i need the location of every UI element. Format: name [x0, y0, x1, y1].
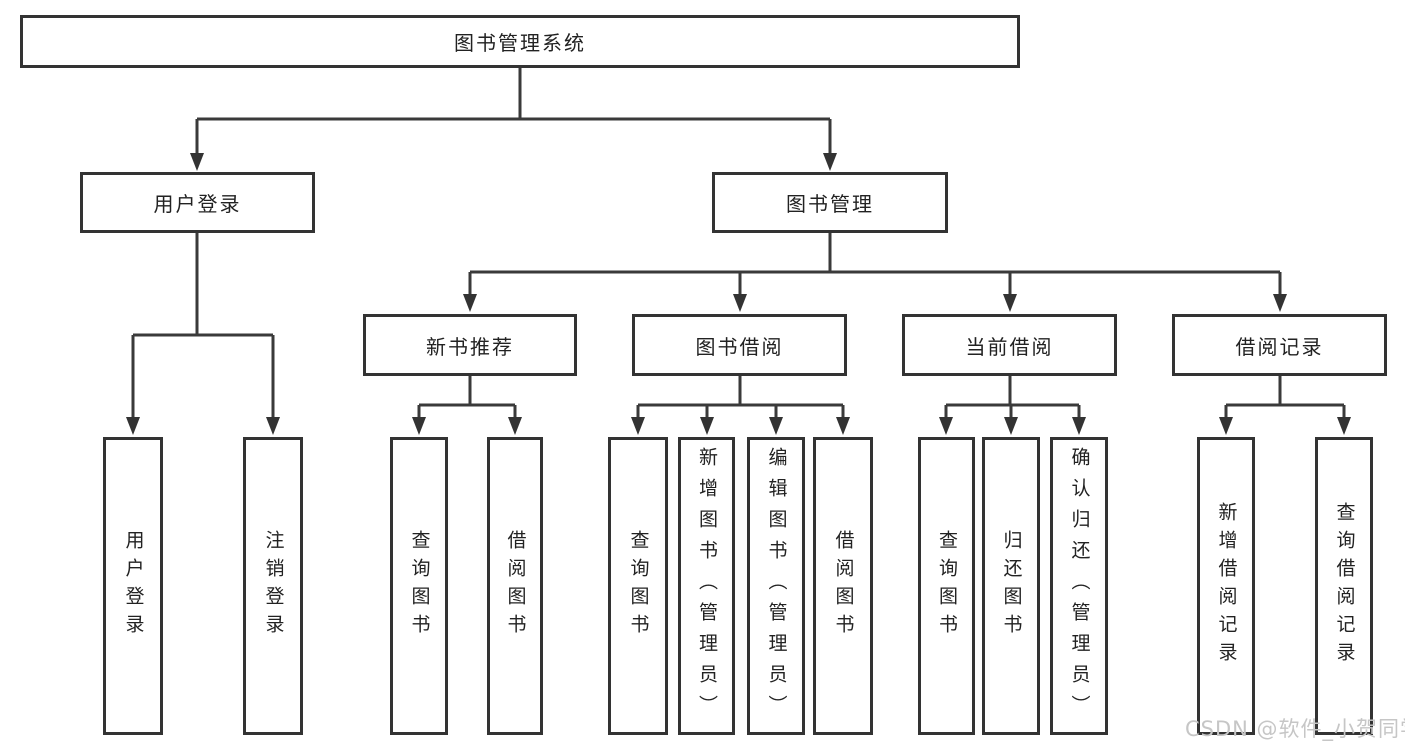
node-current-borrowing: 当前借阅	[902, 314, 1117, 376]
arrowhead	[1003, 294, 1017, 312]
arrowhead	[266, 417, 280, 435]
node-label: 查询图书	[408, 530, 431, 642]
node-label: 确认归还（管理员）	[1068, 446, 1091, 726]
leaf-query-books-current: 查询图书	[918, 437, 975, 735]
connector-book-borrow-children	[631, 376, 850, 435]
node-book-management-branch: 图书管理	[712, 172, 948, 233]
node-user-login-branch: 用户登录	[80, 172, 315, 233]
arrowhead	[508, 417, 522, 435]
arrowhead	[463, 294, 477, 312]
leaf-logout: 注销登录	[243, 437, 303, 735]
connector-book-mgmt-to-sections	[463, 233, 1287, 312]
node-label: 当前借阅	[965, 334, 1054, 359]
connector-borrow-records-children	[1219, 376, 1351, 435]
node-label: 新增借阅记录	[1215, 502, 1238, 670]
node-label: 注销登录	[262, 530, 285, 642]
arrowhead	[733, 294, 747, 312]
leaf-query-books-recommend: 查询图书	[390, 437, 448, 735]
node-label: 查询借阅记录	[1333, 502, 1356, 670]
node-label: 用户登录	[122, 530, 145, 642]
node-root-system: 图书管理系统	[20, 15, 1020, 68]
arrowhead	[126, 417, 140, 435]
arrowhead	[823, 153, 837, 171]
csdn-watermark: CSDN @软件_小贺同学	[1185, 717, 1405, 741]
node-label: 图书管理系统	[454, 31, 586, 55]
leaf-query-borrow-record: 查询借阅记录	[1315, 437, 1373, 735]
node-label: 新增图书（管理员）	[696, 446, 718, 726]
leaf-add-borrow-record: 新增借阅记录	[1197, 437, 1255, 735]
connector-user-login-children	[126, 233, 280, 435]
arrowhead	[1072, 417, 1086, 435]
arrowhead	[700, 417, 714, 435]
connector-root-to-level2	[190, 68, 837, 171]
arrowhead	[939, 417, 953, 435]
arrowhead	[190, 153, 204, 171]
arrowhead	[1219, 417, 1233, 435]
node-label: 图书借阅	[695, 334, 784, 359]
node-label: 编辑图书（管理员）	[765, 446, 788, 726]
leaf-return-books: 归还图书	[982, 437, 1040, 735]
node-label: 新书推荐	[426, 334, 514, 359]
leaf-edit-books-admin: 编辑图书（管理员）	[747, 437, 805, 735]
node-label: 归还图书	[1000, 530, 1023, 642]
arrowhead	[769, 417, 783, 435]
node-new-book-recommendation: 新书推荐	[363, 314, 577, 376]
leaf-borrow-books-borrowing: 借阅图书	[813, 437, 873, 735]
node-label: 用户登录	[153, 192, 242, 216]
arrowhead	[836, 417, 850, 435]
connector-new-book-children	[412, 376, 522, 435]
node-label: 借阅图书	[504, 530, 527, 642]
arrowhead	[1337, 417, 1351, 435]
node-book-borrowing: 图书借阅	[632, 314, 847, 376]
leaf-confirm-return-admin: 确认归还（管理员）	[1050, 437, 1108, 735]
node-label: 查询图书	[627, 530, 650, 642]
arrowhead	[412, 417, 426, 435]
arrowhead	[631, 417, 645, 435]
leaf-borrow-books-recommend: 借阅图书	[487, 437, 543, 735]
arrowhead	[1273, 294, 1287, 312]
node-label: 借阅图书	[832, 530, 855, 642]
arrowhead	[1004, 417, 1018, 435]
leaf-add-books-admin: 新增图书（管理员）	[678, 437, 735, 735]
node-label: 图书管理	[786, 192, 874, 216]
connector-current-borrow-children	[939, 376, 1086, 435]
leaf-user-login: 用户登录	[103, 437, 163, 735]
node-borrowing-records: 借阅记录	[1172, 314, 1387, 376]
leaf-query-books-borrowing: 查询图书	[608, 437, 668, 735]
node-label: 借阅记录	[1235, 334, 1324, 359]
node-label: 查询图书	[936, 530, 958, 642]
